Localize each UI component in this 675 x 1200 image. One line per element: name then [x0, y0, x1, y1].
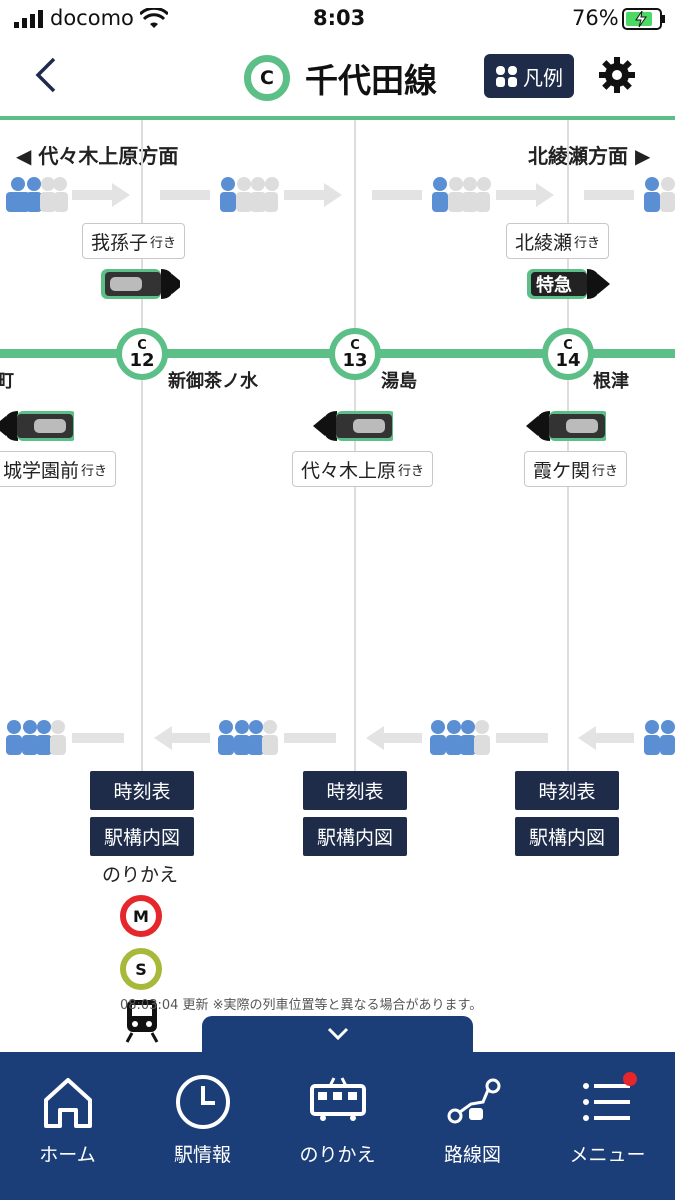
train-icon-down[interactable] [313, 410, 393, 442]
station-number: 14 [555, 349, 581, 371]
tab-label: メニュー [569, 1144, 646, 1166]
train-destination: 代々木上原 [301, 459, 397, 482]
direction-left-label: 代々木上原方面 [38, 144, 179, 168]
train-type-badge: 特急 [536, 275, 572, 296]
transfer-line-code: S [135, 959, 147, 979]
station-number: 13 [342, 349, 368, 371]
transfer-line-shinjuku[interactable]: S [120, 948, 162, 990]
tab-menu[interactable]: メニュー [540, 1052, 675, 1200]
train-icon-express[interactable]: 特急 [526, 268, 611, 300]
home-icon [43, 1078, 92, 1128]
station-name[interactable]: 新御茶ノ水 [168, 371, 258, 392]
wifi-icon [138, 6, 170, 34]
battery-percent: 76% [572, 6, 619, 30]
gear-icon [599, 57, 635, 93]
station-name[interactable]: 根津 [593, 371, 629, 392]
tab-bar [0, 1052, 675, 1200]
legend-label: 凡例 [523, 65, 563, 90]
station-code: C [350, 337, 360, 353]
header-divider [0, 116, 675, 120]
train-destination: 我孫子 [91, 231, 149, 254]
station-guide-line [567, 120, 569, 775]
train-icon [309, 1077, 366, 1121]
menu-icon [582, 1072, 637, 1121]
train-destination: 北綾瀬 [515, 231, 573, 254]
direction-right[interactable]: 北綾瀬方面 ▶ [528, 144, 651, 168]
legend-button[interactable]: 凡例 [484, 54, 574, 98]
timetable-button[interactable]: 時刻表 [303, 771, 407, 810]
train-destination-label[interactable]: 北綾瀬行き [506, 223, 610, 259]
station-code: C [563, 337, 573, 353]
station-code: C [137, 337, 147, 353]
clock-icon [175, 1075, 230, 1129]
train-destination-suffix: 行き [574, 235, 601, 251]
route-map-icon [447, 1078, 500, 1124]
train-destination-suffix: 行き [150, 235, 177, 251]
line-badge: C [244, 55, 290, 101]
direction-right-label: 北綾瀬方面 [528, 144, 628, 168]
train-destination-label[interactable]: 代々木上原行き [292, 451, 434, 487]
signal-icon [14, 10, 44, 32]
station-map-button[interactable]: 駅構内図 [515, 817, 619, 856]
station-map-button[interactable]: 駅構内図 [303, 817, 407, 856]
station-guide-line [141, 120, 143, 775]
chevron-down-icon [327, 1027, 349, 1041]
train-destination-suffix: 行き [398, 463, 425, 479]
battery-icon [622, 8, 666, 34]
page-title: 千代田線 [305, 61, 437, 100]
train-icon-down[interactable] [0, 410, 74, 442]
congestion-row-down [6, 720, 675, 755]
settings-button[interactable] [598, 56, 636, 98]
tab-route-map[interactable]: 路線図 [405, 1052, 540, 1200]
station-map-button[interactable]: 駅構内図 [90, 817, 194, 856]
collapse-handle[interactable] [202, 1016, 473, 1056]
train-destination: 霞ケ関 [533, 459, 591, 482]
grid-icon [496, 66, 517, 87]
jr-train-icon[interactable] [124, 999, 160, 1043]
transfer-label: のりかえ [102, 864, 179, 886]
train-destination-suffix: 行き [81, 463, 108, 479]
train-destination-label[interactable]: 城学園前行き [0, 451, 117, 487]
tab-label: ホーム [39, 1144, 96, 1166]
station-name[interactable]: 湯島 [381, 371, 417, 392]
clock-time: 8:03 [313, 6, 366, 30]
train-destination-label[interactable]: 我孫子行き [82, 223, 186, 259]
timetable-button[interactable]: 時刻表 [515, 771, 619, 810]
tab-label: 路線図 [443, 1144, 501, 1166]
station-guide-line [354, 120, 356, 775]
timetable-button[interactable]: 時刻表 [90, 771, 194, 810]
back-button[interactable] [30, 55, 60, 99]
congestion-row-up [6, 177, 675, 212]
train-destination-suffix: 行き [592, 463, 619, 479]
station-number: 12 [129, 349, 155, 371]
train-destination: 城学園前 [3, 459, 80, 482]
tab-transfer[interactable]: のりかえ [270, 1052, 405, 1200]
tab-label: のりかえ [299, 1144, 376, 1166]
transfer-line-code: M [133, 906, 149, 926]
tab-station-info[interactable]: 駅情報 [135, 1052, 270, 1200]
train-destination-label[interactable]: 霞ケ関行き [524, 451, 628, 487]
update-note: 08:03:04 更新 ※実際の列車位置等と異なる場合があります。 [120, 998, 483, 1013]
tab-label: 駅情報 [173, 1144, 231, 1166]
train-icon-up[interactable] [100, 268, 180, 300]
carrier-name: docomo [50, 6, 134, 30]
station-name-partial: 町 [0, 371, 14, 392]
tab-home[interactable]: ホーム [0, 1052, 135, 1200]
train-icon-down[interactable] [526, 410, 606, 442]
direction-left[interactable]: ◀ 代々木上原方面 [16, 144, 179, 168]
crowd-icon-group [6, 177, 68, 212]
transfer-line-marunouchi[interactable]: M [120, 895, 162, 937]
